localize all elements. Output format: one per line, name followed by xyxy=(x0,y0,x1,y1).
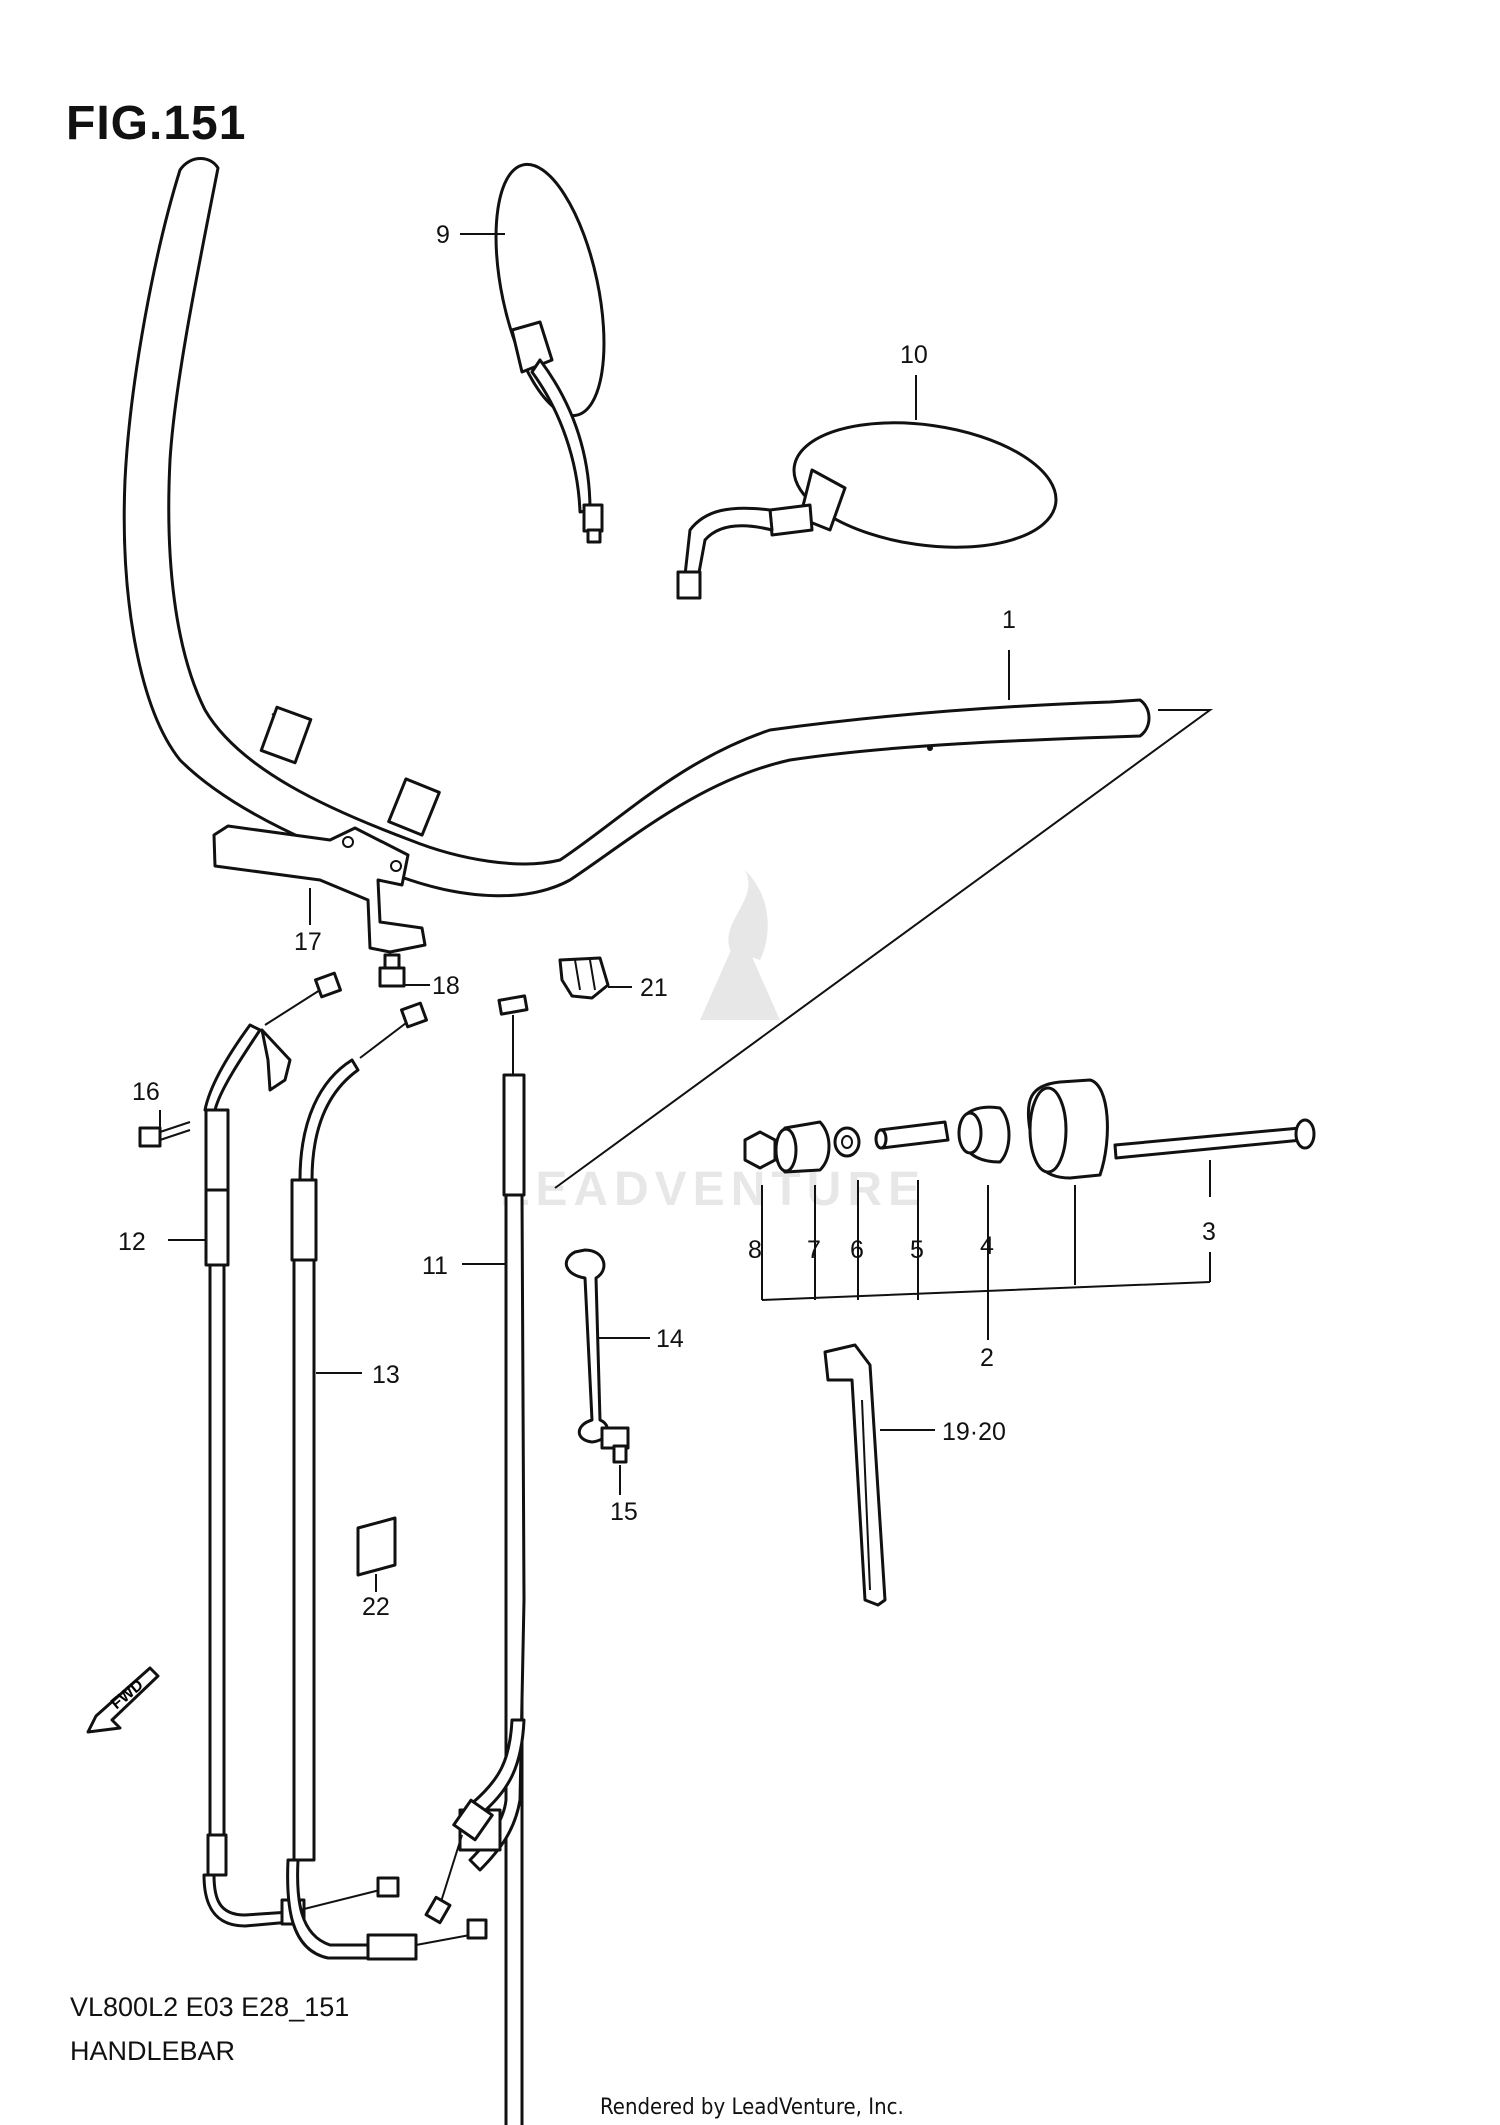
callout-10: 10 xyxy=(900,341,928,369)
callout-7: 7 xyxy=(807,1236,821,1264)
render-credit: Rendered by LeadVenture, Inc. xyxy=(600,2095,904,2120)
right-mirror-part xyxy=(676,421,1058,600)
callout-1: 1 xyxy=(1002,606,1016,634)
callout-14: 14 xyxy=(656,1325,684,1353)
callout-16: 16 xyxy=(132,1078,160,1106)
clutch-cable-11-part xyxy=(424,994,529,2125)
callout-5: 5 xyxy=(910,1236,924,1264)
left-mirror-part xyxy=(494,162,606,544)
callout-15: 15 xyxy=(610,1498,638,1526)
cable-13-part xyxy=(286,1001,488,1961)
bolt-18-part xyxy=(378,953,406,988)
leader-lines xyxy=(159,233,1211,1592)
callout-21: 21 xyxy=(640,974,668,1002)
callout-19-20: 19·20 xyxy=(942,1418,1006,1446)
callout-3: 3 xyxy=(1202,1218,1216,1246)
clamp-21-part xyxy=(558,956,610,1000)
nut-8-part xyxy=(743,1130,777,1170)
callout-4: 4 xyxy=(980,1232,994,1260)
callout-22: 22 xyxy=(362,1593,390,1621)
stay-14-part xyxy=(564,1248,609,1444)
callout-18: 18 xyxy=(432,972,460,1000)
long-bolt-3-part xyxy=(1113,1118,1316,1160)
model-code: VL800L2 E03 E28_151 xyxy=(70,1992,350,2022)
callout-8: 8 xyxy=(748,1236,762,1264)
callout-12: 12 xyxy=(118,1228,146,1256)
callout-labels: 1 2 3 4 5 6 7 8 9 10 11 12 13 14 15 16 1… xyxy=(118,221,1216,1621)
throttle-cable-12-part xyxy=(202,971,400,1928)
label-22-part xyxy=(356,1516,397,1577)
callout-6: 6 xyxy=(850,1236,864,1264)
callout-17: 17 xyxy=(294,928,322,956)
fwd-direction-arrow: FWD xyxy=(86,1666,160,1734)
spacer-5-part xyxy=(874,1120,950,1150)
callout-13: 13 xyxy=(372,1361,400,1389)
callout-2: 2 xyxy=(980,1344,994,1372)
figure-title: FIG.151 xyxy=(66,97,247,150)
bracket-part xyxy=(212,824,427,954)
cable-tie-19-20-part xyxy=(823,1343,887,1607)
watermark-text: LEADVENTURE xyxy=(500,1163,926,1216)
bolt-15-part xyxy=(600,1426,630,1464)
watermark-logo: LEADVENTURE xyxy=(500,870,926,1216)
callout-11: 11 xyxy=(422,1252,448,1280)
screw-16-part xyxy=(138,1121,191,1148)
bush-7-part xyxy=(774,1120,831,1174)
balancer-weight-part xyxy=(1026,1078,1109,1180)
handlebar-part xyxy=(122,157,1214,1189)
assembly-name: HANDLEBAR xyxy=(70,2036,236,2066)
washer-6-part xyxy=(833,1126,861,1158)
callout-9: 9 xyxy=(436,221,450,249)
collar-4-part xyxy=(957,1105,1011,1164)
